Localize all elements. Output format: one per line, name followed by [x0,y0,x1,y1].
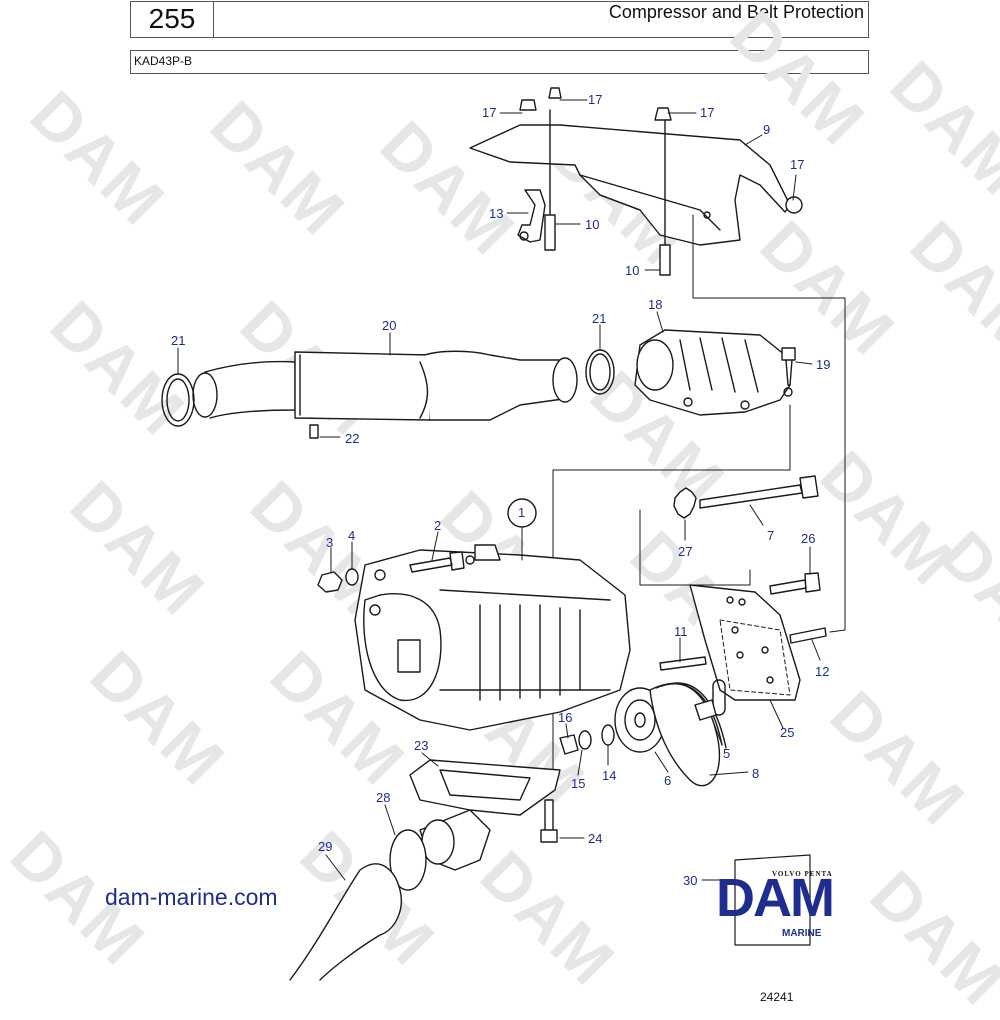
page-title: Compressor and Belt Protection [608,2,864,22]
stud-part-11 [659,656,707,671]
callout-label: 16 [558,710,573,725]
callout-label: 1 [518,505,526,520]
callout-label: 9 [763,122,771,137]
callout-label: 12 [815,664,830,679]
callout-label: 8 [752,766,760,781]
callout-leaders [177,99,821,881]
callout-label: 25 [780,725,795,740]
callout-label: 10 [585,217,600,232]
callout-label: 3 [326,535,334,550]
callout-label: 7 [767,528,775,543]
callout-label: 20 [382,318,397,333]
washer-part-15 [578,730,592,750]
page-number: 255 [148,3,196,34]
callout-label: 26 [801,531,816,546]
callout-label: 15 [571,776,586,791]
callout-label: 21 [592,311,607,326]
callout-label: 19 [816,357,831,372]
callout-label: 21 [171,333,186,348]
logo-main-text: DAM [716,868,835,928]
title-box: Compressor and Belt Protection [213,1,869,38]
callout-label: 5 [723,746,731,761]
logo-sub-text: MARINE [782,928,822,939]
callout-label: 17 [700,105,715,120]
intake-flange-part-23 [409,759,561,871]
callout-label: 17 [588,92,603,107]
ring-part-21 [166,378,190,422]
bolt-part-2 [409,551,465,573]
dam-marine-logo [734,854,811,946]
callout-label: 4 [348,528,356,543]
bolt-part-26 [769,572,821,595]
bolt-part-19 [781,347,796,386]
callout-label: 6 [664,773,672,788]
callout-label: 18 [648,297,663,312]
callout-label: 29 [318,839,333,854]
callout-label: 24 [588,831,603,846]
page-number-box: 255 [130,1,214,38]
ring-part-21 [589,353,611,391]
rubber-caps-part-17 [519,87,803,214]
model-box: KAD43P-B [130,50,869,74]
callout-label: 2 [434,518,442,533]
callout-label: 11 [674,624,688,639]
long-bolt-part-7 [699,475,819,509]
model-code: KAD43P-B [134,54,193,68]
callout-label: 28 [376,790,391,805]
arm-part-13 [517,189,546,243]
logo-block: VOLVO PENTA DAM MARINE [716,862,906,942]
logo-brand-line: VOLVO PENTA [772,870,833,878]
callout-label: 22 [345,431,360,446]
air-pipe-part-20 [192,350,578,421]
pin-part-12 [789,627,827,644]
site-link[interactable]: dam-marine.com [105,884,278,910]
bolts-part-10 [544,109,671,276]
callout-label: 17 [790,157,805,172]
lock-washer-part-27 [673,487,697,519]
nut-part-16 [559,734,579,755]
hose-part-29 [289,863,402,981]
bracket-part-25 [689,584,801,716]
callout-label: 23 [414,738,429,753]
callout-label: 10 [625,263,640,278]
callout-label: 27 [678,544,693,559]
callout-label: 14 [602,768,617,783]
nut-part-3 [317,571,343,593]
figure-number: 24241 [760,990,794,1004]
spacer-part-5 [694,699,717,721]
callout-label: 13 [489,206,504,221]
inlet-housing-part-18 [634,329,793,416]
bolt-part-24 [540,799,558,843]
nipple-part-22 [309,424,319,439]
callout-label: 17 [482,105,497,120]
hose-clamp-part-28 [389,829,427,891]
compressor-part-1 [354,544,631,731]
callout-label: 30 [683,873,698,888]
